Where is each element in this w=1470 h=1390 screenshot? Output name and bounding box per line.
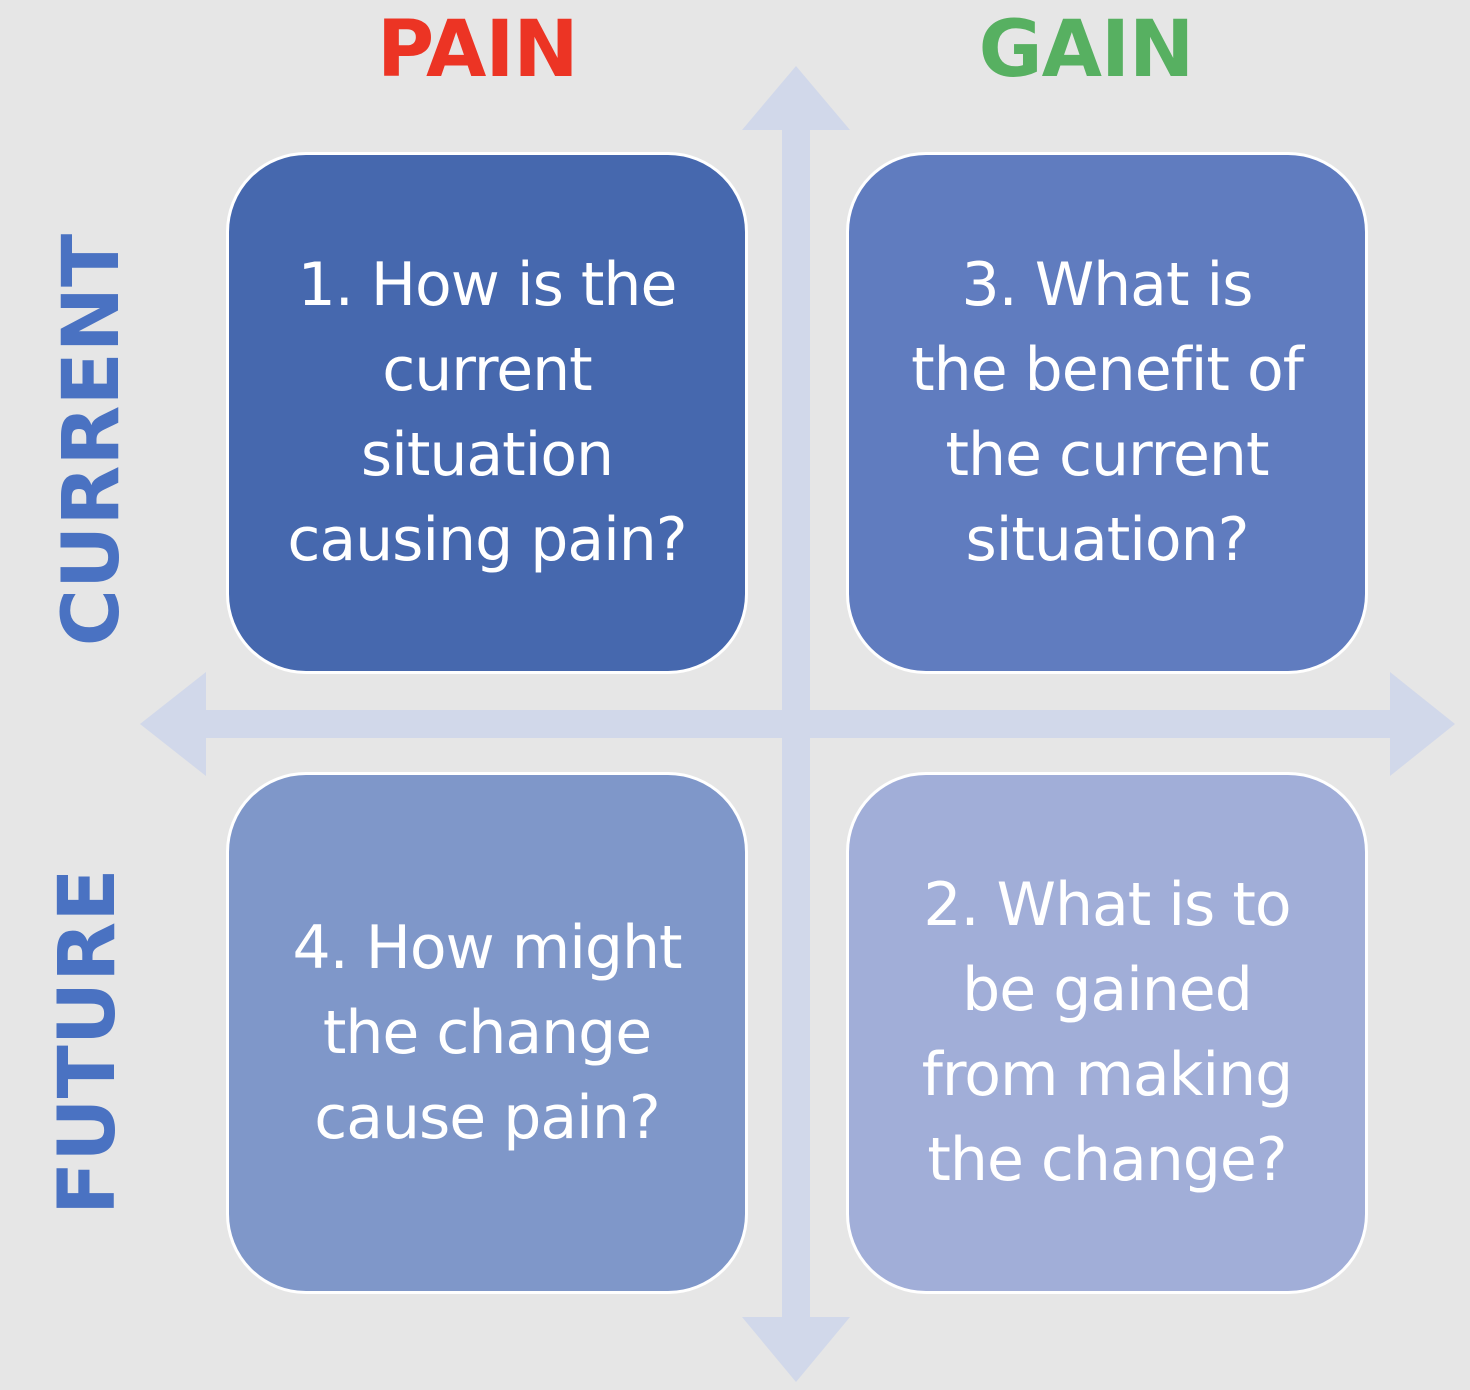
arrow-left-icon: [140, 672, 206, 776]
horizontal-axis-shaft: [200, 710, 1392, 738]
pain-column-label: PAIN: [377, 5, 579, 95]
arrow-down-icon: [742, 1317, 850, 1382]
quadrant-future-pain: 4. How might the change cause pain?: [226, 772, 748, 1294]
quadrant-current-pain: 1. How is the current situation causing …: [226, 152, 748, 674]
current-row-label: CURRENT: [47, 233, 137, 647]
gain-column-label: GAIN: [978, 5, 1195, 95]
future-row-label: FUTURE: [43, 868, 133, 1215]
quadrant-current-gain: 3. What is the benefit of the current si…: [846, 152, 1368, 674]
quadrant-future-gain: 2. What is to be gained from making the …: [846, 772, 1368, 1294]
arrow-up-icon: [742, 66, 850, 130]
arrow-right-icon: [1390, 672, 1455, 776]
